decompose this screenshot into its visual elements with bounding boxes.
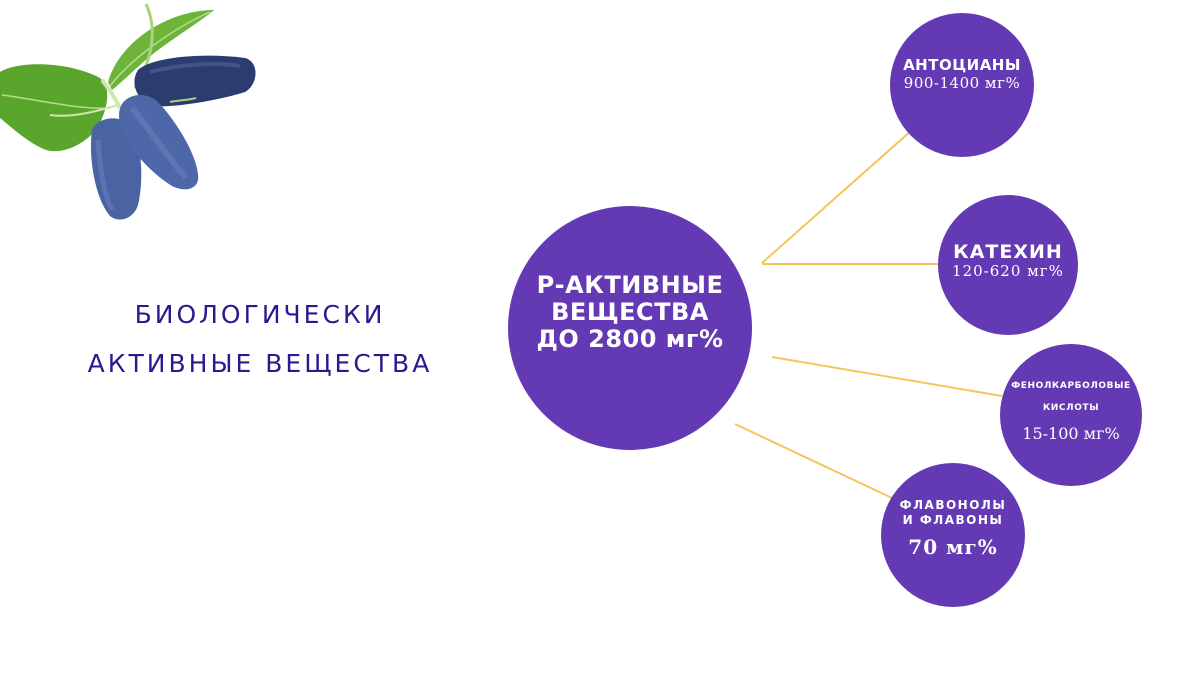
section-title: БИОЛОГИЧЕСКИ АКТИВНЫЕ ВЕЩЕСТВА	[60, 290, 460, 388]
honeysuckle-berries-image	[0, 3, 256, 220]
node-phenolcarbolic-label-1: ФЕНОЛКАРБОЛОВЫЕ	[1011, 381, 1131, 391]
main-node-line-1: Р-АКТИВНЫЕ	[536, 270, 724, 299]
section-title-line-1: БИОЛОГИЧЕСКИ	[134, 300, 386, 329]
leaf-upper	[108, 10, 214, 90]
node-catechin-label: КАТЕХИН	[953, 241, 1063, 263]
berry-front-right	[119, 95, 199, 190]
connector-flavonols	[734, 423, 893, 499]
node-flavonols-value: 70 мг%	[908, 534, 998, 559]
leaf-left	[0, 64, 108, 152]
node-phenolcarbolic-acids: ФЕНОЛКАРБОЛОВЫЕ КИСЛОТЫ 15-100 мг%	[1000, 344, 1142, 486]
node-flavonols-label-2: И ФЛАВОНЫ	[902, 512, 1004, 527]
node-phenolcarbolic-value: 15-100 мг%	[1022, 424, 1120, 443]
node-anthocyanins: АНТОЦИАНЫ 900-1400 мг%	[890, 13, 1034, 157]
node-phenolcarbolic-label-2: КИСЛОТЫ	[1042, 403, 1100, 413]
node-anthocyanins-label: АНТОЦИАНЫ	[903, 55, 1021, 74]
connector-phenolcarbolic	[771, 356, 1003, 397]
main-node-line-3: ДО 2800 мг%	[536, 324, 724, 353]
node-flavonols-flavones: ФЛАВОНОЛЫ И ФЛАВОНЫ 70 мг%	[881, 463, 1025, 607]
section-title-line-2: АКТИВНЫЕ ВЕЩЕСТВА	[87, 349, 433, 378]
main-node-line-2: ВЕЩЕСТВА	[551, 297, 709, 326]
node-flavonols-label-1: ФЛАВОНОЛЫ	[899, 497, 1007, 512]
connector-anthocyanins	[761, 129, 913, 264]
node-catechin: КАТЕХИН 120-620 мг%	[938, 195, 1078, 335]
node-catechin-value: 120-620 мг%	[952, 262, 1064, 280]
node-anthocyanins-value: 900-1400 мг%	[903, 73, 1021, 92]
main-node-p-active-substances: Р-АКТИВНЫЕ ВЕЩЕСТВА ДО 2800 мг%	[508, 206, 752, 450]
